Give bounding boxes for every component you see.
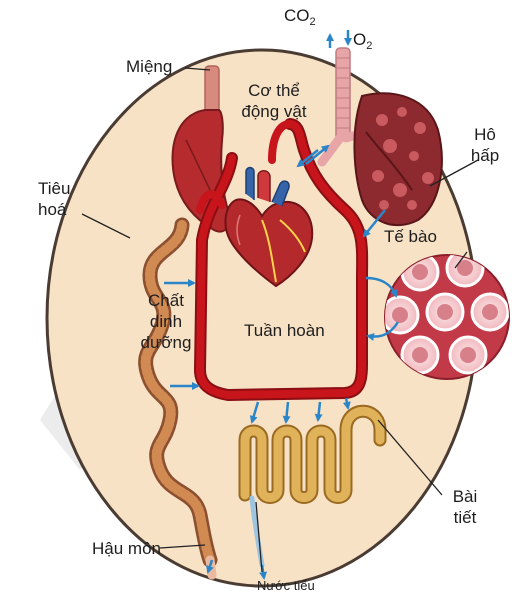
respiration-label: Hô hấp	[462, 124, 508, 166]
co2-label: CO2	[284, 6, 316, 28]
excretion-label: Bài tiết	[440, 486, 490, 528]
o2-label: O2	[353, 30, 372, 52]
digestion-label: Tiêu hoá	[38, 178, 70, 220]
circulation-label: Tuần hoàn	[244, 320, 325, 341]
anus-label: Hậu môn	[92, 538, 161, 559]
cells-label: Tế bào	[384, 226, 437, 247]
urine-label: Nước tiểu	[257, 578, 315, 594]
animal-body-label: Cơ thể động vật	[224, 80, 324, 122]
nutrients-label: Chất dinh dưỡng	[132, 290, 200, 353]
mouth-label: Miệng	[126, 56, 172, 77]
lung	[354, 93, 441, 225]
